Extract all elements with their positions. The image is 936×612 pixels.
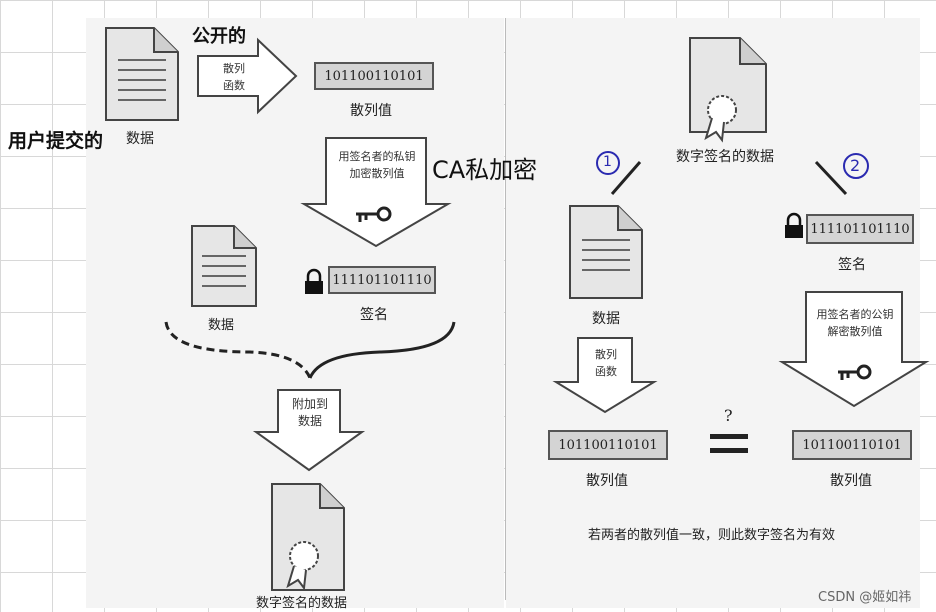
- private-key-icon: [356, 206, 392, 222]
- signature-caption: 签名: [360, 307, 388, 323]
- data-caption-top: 数据: [126, 131, 154, 147]
- public-key-icon: [838, 364, 872, 380]
- signature-box-right: 111101101110: [806, 214, 914, 244]
- split-line-right: [814, 160, 848, 196]
- data-caption-right: 数据: [592, 311, 620, 327]
- signed-document-icon: [271, 483, 345, 591]
- hash-arrow-down-right: [552, 337, 658, 414]
- solid-brace: [308, 321, 456, 379]
- split-line-left: [610, 161, 642, 195]
- lock-icon: [305, 268, 323, 294]
- conclusion-text: 若两者的散列值一致，则此数字签名为有效: [588, 528, 836, 543]
- hash-value-box-left: 101100110101: [548, 430, 668, 460]
- annotation-public: 公开的: [192, 26, 246, 47]
- hash-caption-left: 散列值: [586, 473, 628, 489]
- signed-data-caption-left: 数字签名的数据: [256, 596, 348, 611]
- document-icon-right: [569, 205, 643, 299]
- private-key-encrypt-label: 用签名者的私钥 加密散列值: [338, 150, 416, 180]
- hash-function-label-right: 散列 函数: [595, 348, 617, 378]
- lock-icon-right: [785, 212, 803, 238]
- circle-2: [843, 153, 869, 179]
- hash-caption-right: 散列值: [830, 473, 872, 489]
- document-icon-mid: [191, 225, 257, 307]
- circle-1-label: 1: [603, 154, 612, 170]
- annotation-user-submitted: 用户提交的: [8, 130, 104, 152]
- watermark: CSDN @姬如祎: [818, 590, 912, 605]
- hash-value-box-right: 101100110101: [792, 430, 912, 460]
- circle-2-label: 2: [850, 156, 861, 175]
- attach-label: 附加到 数据: [291, 397, 328, 428]
- data-caption-mid: 数据: [208, 318, 235, 333]
- hash-value-box: 101100110101: [314, 62, 434, 90]
- circle-1: [596, 151, 620, 175]
- hash-arrow-right: [197, 37, 298, 115]
- dashed-brace: [164, 321, 312, 379]
- attach-arrow-down: [252, 389, 366, 472]
- panel-divider: [505, 18, 506, 600]
- document-icon: [105, 27, 179, 121]
- signed-data-caption-right: 数字签名的数据: [676, 149, 774, 165]
- encrypt-arrow-down: [300, 137, 452, 248]
- annotation-ca-encrypt: CA私加密: [432, 156, 538, 184]
- signature-box: 111101101110: [328, 266, 436, 294]
- signature-caption-right: 签名: [838, 257, 866, 273]
- hash-function-label: 散列 函数: [223, 62, 245, 92]
- signed-document-icon-right: [689, 37, 767, 143]
- decrypt-arrow-down: [778, 291, 930, 408]
- question-mark: ?: [724, 406, 733, 425]
- hash-value-caption: 散列值: [350, 103, 392, 119]
- equals-sign: [710, 434, 748, 439]
- public-key-decrypt-label: 用签名者的公钥 解密散列值: [816, 308, 894, 338]
